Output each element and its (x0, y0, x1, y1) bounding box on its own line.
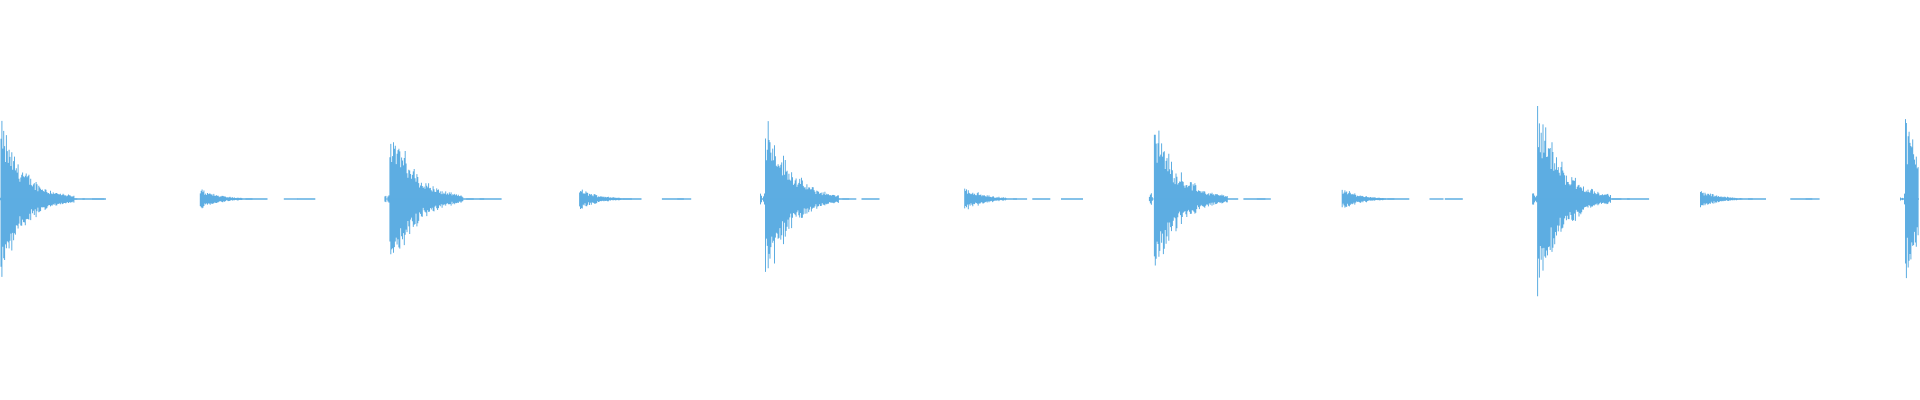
waveform-hit-weak (964, 188, 1017, 210)
waveform-hit-strong (760, 121, 850, 272)
waveform-hit-weak (1341, 189, 1395, 208)
waveform-hit-path (384, 142, 464, 255)
waveform-hit-path (1148, 130, 1228, 266)
waveform-hit-strong (0, 120, 85, 277)
waveform-hit-strong (1532, 106, 1622, 297)
waveform-hit-weak (579, 189, 632, 209)
waveform-hit-path (1900, 119, 1919, 279)
waveform-hit-path (1532, 106, 1611, 297)
waveform-hit-strong (384, 142, 474, 255)
waveform-hit-strong (1148, 130, 1239, 266)
waveform-hit-weak (199, 189, 253, 209)
waveform-hit-strong (1900, 119, 1919, 279)
waveform-hit-path (760, 121, 839, 272)
waveform-hit-weak (1700, 191, 1753, 208)
waveform-strokes (0, 106, 1919, 297)
